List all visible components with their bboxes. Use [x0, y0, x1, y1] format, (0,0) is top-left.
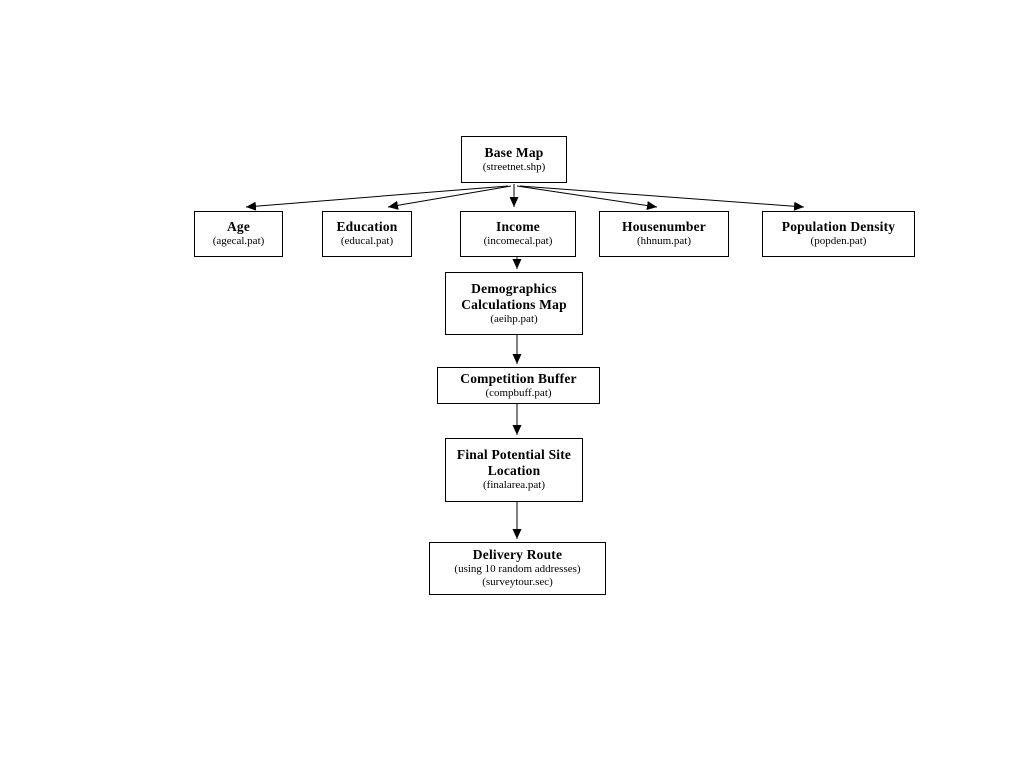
node-subtitle: (educal.pat): [340, 235, 394, 248]
node-housenumber: Housenumber (hhnum.pat): [599, 211, 729, 257]
arrow-basemap-to-housenumber: [516, 185, 658, 210]
node-title: Income: [496, 219, 540, 235]
node-title: Base Map: [484, 144, 544, 160]
node-subtitle: (compbuff.pat): [485, 386, 552, 399]
node-income: Income (incomecal.pat): [460, 211, 576, 257]
node-title: Population Density: [781, 219, 896, 235]
node-subtitle: (finalarea.pat): [483, 479, 545, 492]
node-subtitle: (popden.pat): [810, 235, 867, 248]
node-subtitle: (hhnum.pat): [636, 235, 692, 248]
node-base-map: Base Map (streetnet.shp): [461, 136, 567, 183]
node-subtitle: (streetnet.shp): [482, 160, 546, 173]
arrow-basemap-to-education: [387, 185, 512, 210]
node-final-potential-site-location: Final Potential Site Location (finalarea…: [445, 438, 583, 502]
arrow-basemap-to-popdensity: [519, 185, 805, 211]
node-title: Housenumber: [622, 219, 706, 235]
node-title: Education: [336, 219, 398, 235]
node-title: Final Potential Site Location: [456, 447, 572, 479]
node-subtitle-2: (surveytour.sec): [482, 576, 553, 589]
node-title: Competition Buffer: [460, 370, 577, 386]
node-subtitle: (agecal.pat): [212, 235, 265, 248]
arrow-basemap-to-age: [245, 185, 509, 211]
node-title: Delivery Route: [472, 547, 563, 563]
node-subtitle: (incomecal.pat): [483, 235, 553, 248]
node-subtitle: (using 10 random addresses): [454, 563, 581, 576]
node-competition-buffer: Competition Buffer (compbuff.pat): [437, 367, 600, 404]
node-education: Education (educal.pat): [322, 211, 412, 257]
node-delivery-route: Delivery Route (using 10 random addresse…: [429, 542, 606, 595]
node-subtitle: (aeihp.pat): [490, 312, 538, 325]
node-title: Demographics Calculations Map: [461, 280, 567, 312]
node-title: Age: [226, 219, 251, 235]
node-demographics-calculations-map: Demographics Calculations Map (aeihp.pat…: [445, 272, 583, 335]
node-population-density: Population Density (popden.pat): [762, 211, 915, 257]
node-age: Age (agecal.pat): [194, 211, 283, 257]
